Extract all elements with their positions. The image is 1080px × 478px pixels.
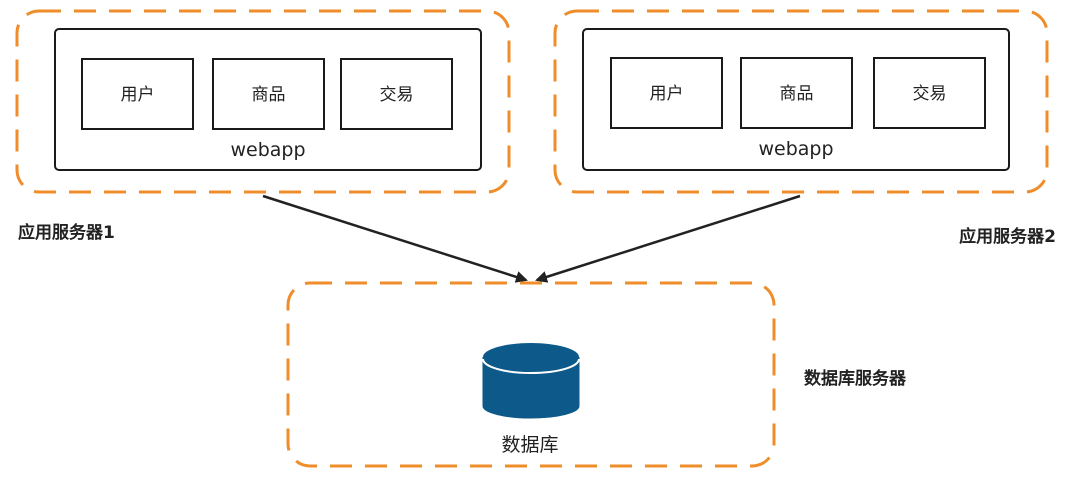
db-server-dashed-border bbox=[286, 281, 776, 468]
module-box-user-1 bbox=[81, 58, 194, 130]
app-server-2-label: 应用服务器2 bbox=[959, 226, 1056, 247]
module-box-product-1 bbox=[212, 58, 325, 130]
module-box-trade-2 bbox=[873, 57, 986, 129]
module-box-product-2 bbox=[740, 57, 853, 129]
module-label-product-1: 商品 bbox=[252, 85, 286, 105]
app-server-2-dashed-border bbox=[553, 9, 1049, 194]
database-cylinder-icon bbox=[482, 343, 580, 419]
arrow-server2-to-db bbox=[535, 194, 801, 283]
arrow-server1-to-db bbox=[262, 194, 528, 283]
module-label-product-2: 商品 bbox=[780, 84, 814, 104]
module-label-user-1: 用户 bbox=[121, 85, 155, 105]
db-server-label: 数据库服务器 bbox=[804, 368, 907, 389]
webapp-label-1: webapp bbox=[230, 139, 305, 161]
webapp-label-2: webapp bbox=[758, 138, 833, 160]
module-label-user-2: 用户 bbox=[650, 84, 684, 104]
app-server-1-label: 应用服务器1 bbox=[18, 222, 115, 243]
database-label: 数据库 bbox=[501, 434, 558, 456]
module-box-trade-1 bbox=[340, 58, 453, 130]
app-server-2: 用户 商品 交易 webapp bbox=[553, 9, 1049, 194]
db-server: 数据库 bbox=[286, 281, 776, 468]
app-server-1-dashed-border bbox=[15, 9, 511, 194]
module-box-user-2 bbox=[610, 57, 723, 129]
module-label-trade-2: 交易 bbox=[913, 84, 947, 104]
module-label-trade-1: 交易 bbox=[380, 85, 414, 105]
app-server-1: 用户 商品 交易 webapp bbox=[15, 9, 511, 194]
